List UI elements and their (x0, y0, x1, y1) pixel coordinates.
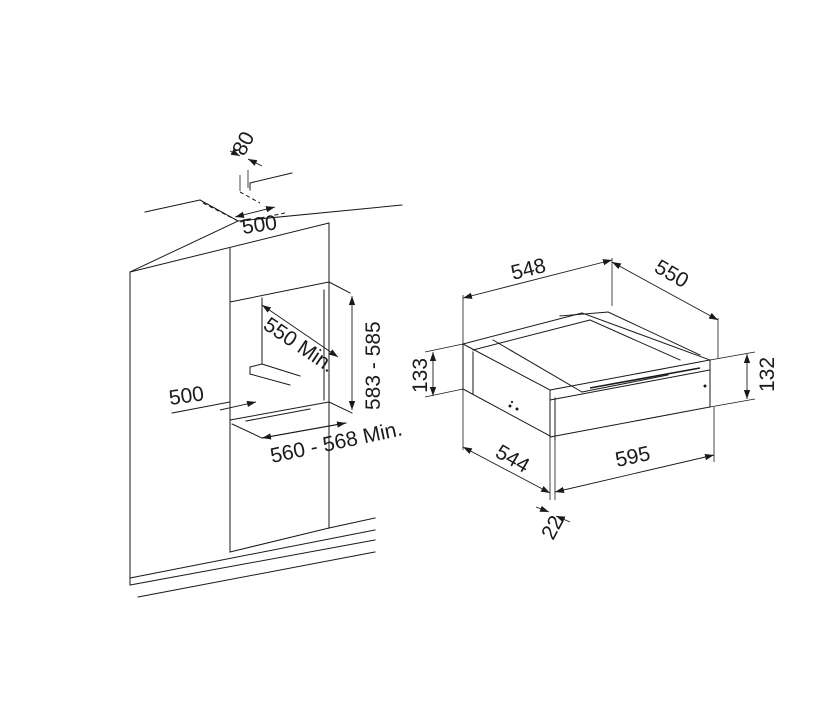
drawer-drawing: 548 550 133 132 544 595 22 (409, 254, 779, 543)
dim-top-depth: 80 (228, 128, 259, 159)
dim-front-thickness: 22 (537, 512, 568, 543)
dim-body-depth: 550 (651, 255, 693, 292)
dim-front-width: 500 (167, 382, 205, 410)
dim-front-height: 132 (756, 357, 779, 392)
dim-bottom-depth: 544 (492, 440, 534, 478)
dim-height-range: 583 - 585 (362, 321, 385, 410)
cabinet-drawing: 80 500 550 Min. 583 - 585 500 560 - 568 … (129, 128, 404, 598)
dim-body-width: 548 (509, 254, 549, 285)
dim-inner-depth: 550 Min. (259, 313, 339, 377)
dim-top-width: 500 (240, 211, 278, 239)
dim-body-height: 133 (409, 358, 432, 393)
dim-front-width-appliance: 595 (613, 442, 652, 472)
